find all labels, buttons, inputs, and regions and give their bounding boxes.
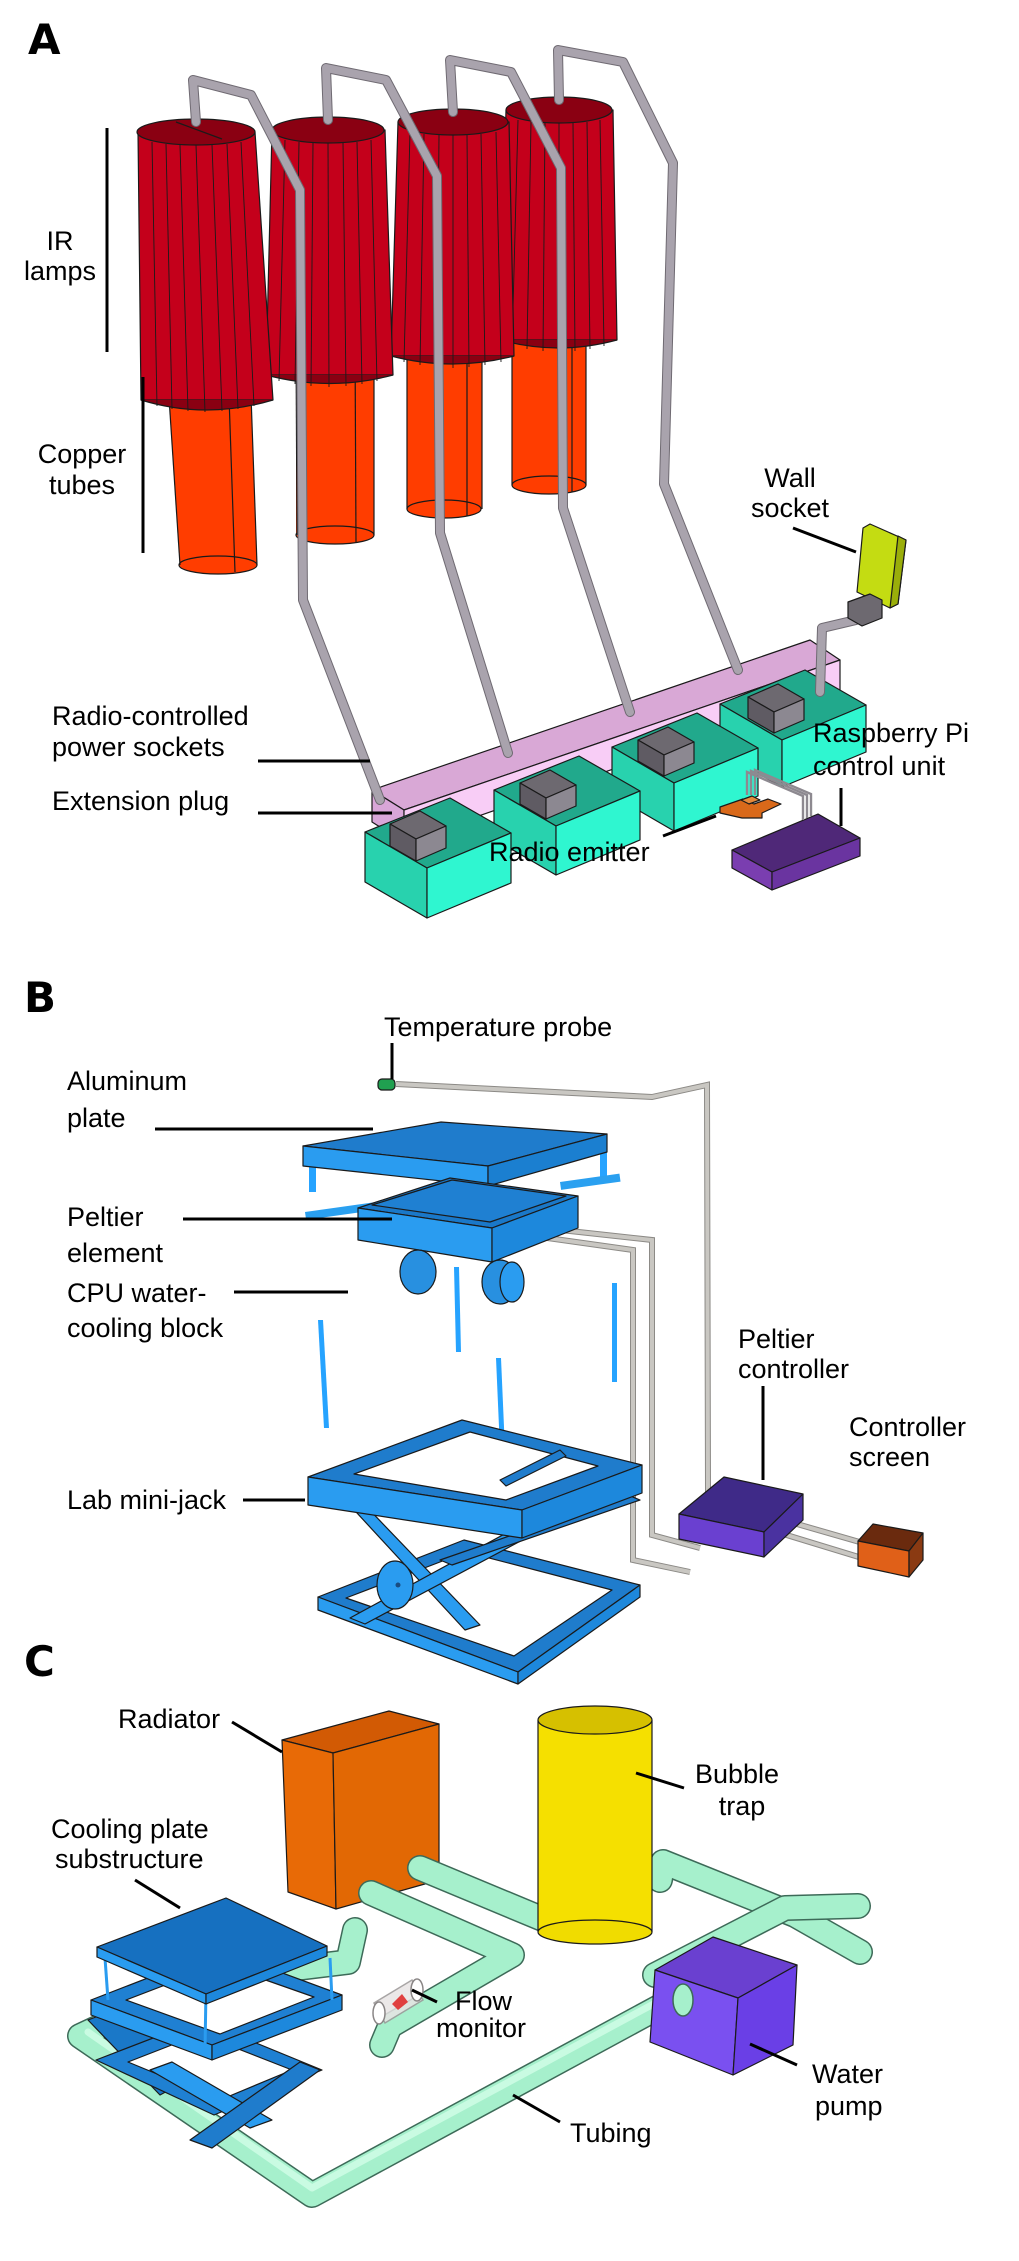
radio-socket — [719, 669, 867, 788]
label-cooling-plate-2: substructure — [55, 1844, 204, 1874]
label-cooling-plate-1: Cooling plate — [51, 1814, 209, 1844]
label-flow-monitor-1: Flow — [455, 1986, 513, 2016]
cooling-plate-substructure — [87, 1897, 343, 2149]
temperature-probe — [377, 1078, 396, 1091]
panel-c: C — [24, 1637, 883, 2208]
copper-tube — [166, 366, 258, 575]
label-ir-lamps-2: lamps — [24, 256, 96, 286]
label-aluminum-plate-1: Aluminum — [67, 1066, 187, 1096]
cooling-plate-leader — [134, 1878, 181, 1910]
radio-sockets — [364, 669, 867, 919]
ir-lamp — [390, 108, 515, 368]
label-controller-screen-1: Controller — [849, 1412, 966, 1442]
label-peltier-element-2: element — [67, 1238, 164, 1268]
label-cpu-block-2: cooling block — [67, 1313, 224, 1343]
label-temperature-probe: Temperature probe — [384, 1012, 612, 1042]
label-bubble-trap-2: trap — [719, 1791, 766, 1821]
label-peltier-element-1: Peltier — [67, 1202, 144, 1232]
water-pump-leader — [749, 2042, 798, 2067]
panel-letter-b: B — [24, 973, 56, 1022]
radio-socket — [611, 712, 759, 832]
label-wall-socket-2: socket — [751, 493, 830, 523]
label-flow-monitor-2: monitor — [436, 2013, 526, 2043]
flow-monitor — [372, 1978, 425, 2025]
radiator-leader — [231, 1720, 283, 1754]
label-copper-tubes-2: tubes — [49, 470, 115, 500]
wall-socket-leader — [792, 526, 857, 554]
label-aluminum-plate-2: plate — [67, 1103, 126, 1133]
label-ir-lamps-1: IR — [47, 226, 74, 256]
label-cpu-block-1: CPU water- — [67, 1278, 207, 1308]
controller-wires — [395, 1081, 871, 1575]
label-peltier-controller-1: Peltier — [738, 1324, 815, 1354]
label-radio-emitter: Radio emitter — [489, 837, 650, 867]
tubing-leader — [512, 2093, 561, 2124]
label-tubing: Tubing — [570, 2118, 652, 2148]
aluminum-plate — [302, 1121, 608, 1212]
bubble-trap — [537, 1705, 653, 1945]
panel-b: B — [24, 973, 966, 1685]
panel-letter-c: C — [24, 1637, 55, 1686]
radio-emitter — [719, 795, 782, 819]
label-lab-jack: Lab mini-jack — [67, 1485, 227, 1515]
radio-socket — [493, 755, 641, 876]
lab-mini-jack — [307, 1419, 643, 1685]
controller-screen — [857, 1523, 924, 1578]
label-wall-socket-1: Wall — [764, 463, 816, 493]
flow-monitor-leader — [411, 1988, 438, 2004]
cpu-water-cooling-block — [305, 1173, 621, 1305]
ir-lamps — [136, 96, 618, 413]
peltier-controller — [678, 1476, 804, 1558]
label-copper-tubes-1: Copper — [38, 439, 127, 469]
panel-a: A — [24, 15, 969, 919]
radio-socket — [364, 797, 512, 919]
ir-lamp — [136, 118, 274, 413]
wall-socket — [815, 523, 907, 697]
raspberry-pi — [731, 768, 861, 891]
label-radiator: Radiator — [118, 1704, 220, 1734]
label-peltier-controller-2: controller — [738, 1354, 849, 1384]
label-bubble-trap-1: Bubble — [695, 1759, 779, 1789]
label-controller-screen-2: screen — [849, 1442, 930, 1472]
label-extension-plug: Extension plug — [52, 786, 229, 816]
bubble-trap-leader — [635, 1771, 685, 1790]
water-pump — [649, 1936, 798, 2076]
label-raspberry-pi-1: Raspberry Pi — [813, 718, 969, 748]
radio-emitter-leader — [662, 814, 717, 838]
label-raspberry-pi-2: control unit — [813, 751, 946, 781]
label-radio-sockets-2: power sockets — [52, 732, 225, 762]
label-radio-sockets-1: Radio-controlled — [52, 701, 249, 731]
lamp-cables — [188, 45, 743, 805]
label-water-pump-1: Water — [812, 2059, 883, 2089]
label-water-pump-2: pump — [815, 2091, 883, 2121]
panel-letter-a: A — [28, 15, 61, 64]
